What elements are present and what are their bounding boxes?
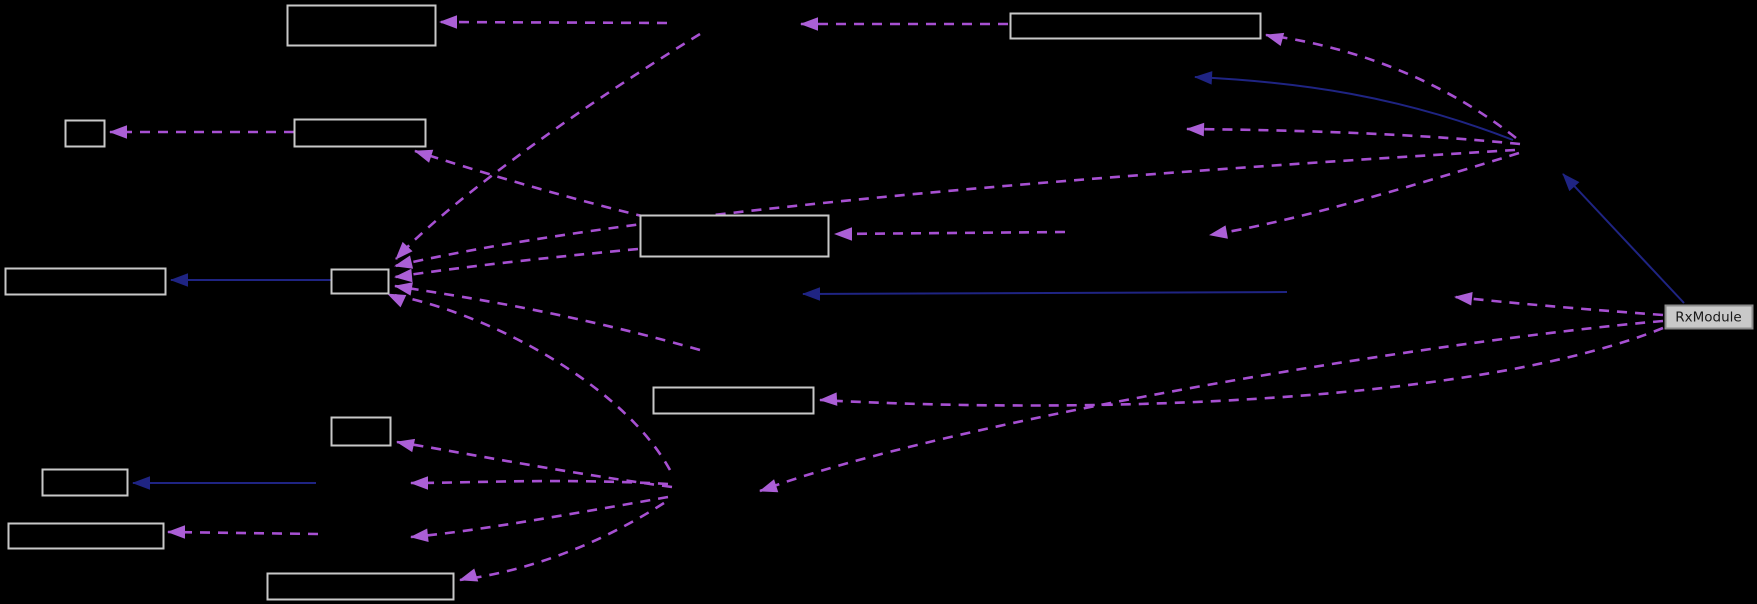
class-node-box[interactable]	[1009, 12, 1262, 40]
arrowhead-usage-hub-to-box7	[394, 255, 414, 269]
arrowhead-usage-box4-to-box3	[109, 125, 127, 139]
edge-usage-to-box1	[439, 20, 668, 25]
class-node-box[interactable]	[41, 468, 129, 497]
class-node-box[interactable]	[293, 118, 427, 148]
edge-inherit-rx-to-hub	[1562, 173, 1685, 304]
class-node-box[interactable]	[330, 268, 390, 295]
class-node[interactable]	[1009, 12, 1262, 40]
class-node-box[interactable]	[266, 572, 455, 601]
arrowhead-usage-hub-to-box2	[1265, 32, 1285, 46]
class-node-box[interactable]	[652, 386, 815, 415]
edge-usage-se-to-box7-a	[394, 284, 701, 352]
arrowhead-usage-to-box11	[167, 525, 185, 539]
arrowhead-inherit-rx-to-hub	[1562, 173, 1580, 192]
arrowhead-usage-to-box5	[834, 227, 852, 241]
arrowhead-usage-hub-mid-1	[1186, 122, 1205, 137]
edge-usage-hub-mid-2	[1209, 151, 1520, 237]
edge-usage-se-to-box7-b	[387, 292, 672, 471]
class-node-label: RxModule	[1675, 310, 1741, 326]
class-node[interactable]	[330, 268, 390, 295]
class-node[interactable]	[64, 119, 106, 148]
class-node-box[interactable]	[1664, 304, 1754, 330]
edge-usage-top-to-box7	[395, 32, 701, 260]
class-node-box[interactable]	[64, 119, 106, 148]
class-node[interactable]	[266, 572, 455, 601]
class-node-box[interactable]	[286, 4, 437, 47]
edge-usage-box5-to-box7	[394, 247, 639, 279]
edge-usage-fan-mid-b	[410, 495, 669, 539]
arrowhead-usage-se-to-box7-a	[394, 282, 413, 296]
arrowhead-usage-to-box1	[439, 15, 457, 29]
edge-usage-to-box5	[834, 230, 1066, 236]
edge-inherit-long-mid	[802, 291, 1288, 295]
arrowhead-usage-fan-mid-a	[410, 476, 428, 490]
class-node[interactable]	[639, 214, 830, 258]
class-node[interactable]	[293, 118, 427, 148]
edge-usage-fan-to-box12	[459, 501, 665, 582]
class-node[interactable]	[4, 267, 167, 296]
edge-usage-hub-mid-1	[1186, 127, 1521, 146]
edge-usage-rx-to-mid	[1454, 295, 1664, 317]
arrowhead-inherit-to-box10	[132, 476, 150, 490]
edge-inherit-hub-curve	[1194, 76, 1514, 141]
class-node-box[interactable]	[639, 214, 830, 258]
class-node-box[interactable]	[7, 522, 165, 550]
arrowhead-usage-box5-to-box4	[414, 149, 434, 163]
class-node[interactable]	[7, 522, 165, 550]
class-node-selected[interactable]: RxModule	[1664, 304, 1754, 330]
class-node[interactable]	[652, 386, 815, 415]
arrowhead-usage-fan-to-box12	[459, 568, 479, 582]
edge-usage-hub-to-box2	[1265, 33, 1517, 140]
arrowhead-usage-fan-mid-b	[410, 528, 429, 542]
edge-usage-hub-to-box7	[394, 148, 1516, 268]
arrowhead-inherit-long-mid	[802, 287, 820, 301]
class-node[interactable]	[41, 468, 129, 497]
arrowhead-usage-hub-mid-2	[1209, 225, 1228, 239]
class-node-box[interactable]	[330, 416, 392, 447]
arrowhead-usage-top-to-box7	[395, 241, 413, 260]
arrowhead-usage-se-to-box7-b	[387, 293, 407, 308]
arrowhead-usage-fan-to-box9	[396, 438, 416, 453]
class-node[interactable]	[330, 416, 392, 447]
edge-usage-fan-mid-a	[410, 479, 669, 486]
edge-usage-rx-to-mid-low	[759, 319, 1664, 493]
arrowhead-usage-rx-to-mid	[1454, 292, 1473, 306]
edge-usage-to-box11	[167, 530, 319, 536]
arrowhead-usage-rx-to-box8	[819, 392, 838, 406]
arrowhead-inherit-hub-curve	[1194, 71, 1213, 85]
class-node[interactable]	[286, 4, 437, 47]
arrowhead-usage-box5-to-box7	[394, 268, 413, 283]
edge-usage-box5-to-box4	[414, 149, 647, 219]
arrowhead-usage-rx-to-mid-low	[759, 479, 779, 493]
arrowhead-usage-from-box2-left	[800, 17, 818, 31]
edge-usage-rx-to-box8	[819, 326, 1664, 407]
arrowhead-inherit-box7-to-box6	[170, 273, 188, 287]
class-node-box[interactable]	[4, 267, 167, 296]
